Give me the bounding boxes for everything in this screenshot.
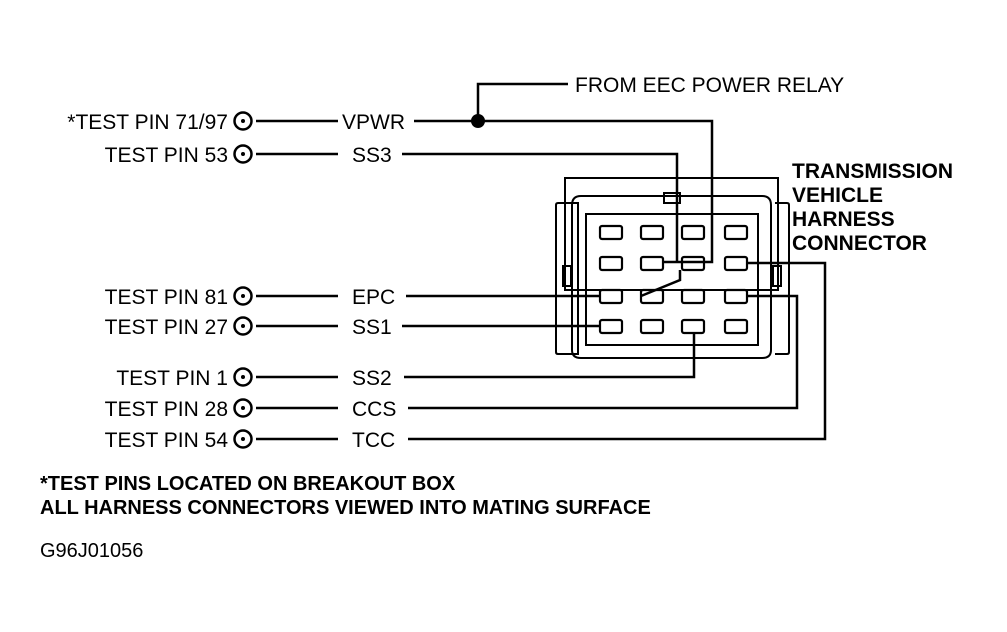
cavity bbox=[680, 288, 706, 305]
cavity bbox=[639, 224, 665, 241]
test-pin-label: TEST PIN 54 bbox=[105, 429, 229, 452]
note-line-1: *TEST PINS LOCATED ON BREAKOUT BOX bbox=[40, 473, 456, 495]
note-line-2: ALL HARNESS CONNECTORS VIEWED INTO MATIN… bbox=[40, 497, 651, 519]
wire-tcc bbox=[408, 261, 827, 441]
connector-title: TRANSMISSION VEHICLE HARNESS CONNECTOR bbox=[792, 160, 953, 255]
circuit-label: EPC bbox=[352, 286, 395, 309]
test-pin-list: *TEST PIN 71/97 TEST PIN 53 TEST PIN 81 … bbox=[67, 111, 405, 452]
test-pin-terminal-icon bbox=[233, 111, 253, 131]
cavity bbox=[723, 318, 749, 335]
cavity bbox=[723, 255, 749, 272]
cavity bbox=[723, 224, 749, 241]
test-pin-label: TEST PIN 1 bbox=[116, 367, 228, 390]
circuit-label: SS3 bbox=[352, 144, 392, 167]
test-pin-terminal-icon bbox=[233, 429, 253, 449]
test-pin-label: TEST PIN 81 bbox=[105, 286, 228, 309]
cavity bbox=[723, 288, 749, 305]
circuit-label: CCS bbox=[352, 398, 396, 421]
connector-title-line-2: VEHICLE bbox=[792, 184, 883, 207]
test-pin-terminal-icon bbox=[233, 367, 253, 387]
cavity bbox=[680, 318, 706, 335]
test-pin-label: TEST PIN 28 bbox=[105, 398, 228, 421]
wire-ss2 bbox=[404, 333, 696, 379]
wire-ccs bbox=[408, 294, 799, 410]
test-pin-terminal-icon bbox=[233, 316, 253, 336]
test-pin-label: TEST PIN 53 bbox=[105, 144, 228, 167]
wire-epc-jumper bbox=[640, 270, 682, 298]
circuit-wires bbox=[256, 119, 827, 441]
circuit-label: VPWR bbox=[342, 111, 405, 134]
connector-title-line-3: HARNESS bbox=[792, 208, 895, 231]
cavity bbox=[598, 224, 624, 241]
wire-vpwr bbox=[414, 119, 714, 264]
circuit-label: SS1 bbox=[352, 316, 392, 339]
test-pin-terminal-icon bbox=[233, 398, 253, 418]
test-pin-terminal-icon bbox=[233, 144, 253, 164]
wire-ss3 bbox=[402, 152, 679, 263]
cavity bbox=[598, 288, 624, 305]
circuit-label: TCC bbox=[352, 429, 395, 452]
cavity bbox=[598, 255, 624, 272]
circuit-label: SS2 bbox=[352, 367, 392, 390]
test-pin-label: *TEST PIN 71/97 bbox=[67, 111, 228, 134]
cavity bbox=[680, 255, 706, 272]
cavity bbox=[598, 318, 624, 335]
test-pin-label: TEST PIN 27 bbox=[105, 316, 228, 339]
harness-connector bbox=[555, 177, 790, 359]
figure-id: G96J01056 bbox=[40, 540, 143, 562]
cavity bbox=[639, 318, 665, 335]
test-pin-terminal-icon bbox=[233, 286, 253, 306]
cavity bbox=[639, 255, 665, 272]
connector-title-line-4: CONNECTOR bbox=[792, 232, 927, 255]
cavity bbox=[680, 224, 706, 241]
relay-label: FROM EEC POWER RELAY bbox=[575, 74, 844, 97]
connector-title-line-1: TRANSMISSION bbox=[792, 160, 953, 183]
relay-wire bbox=[476, 82, 568, 120]
